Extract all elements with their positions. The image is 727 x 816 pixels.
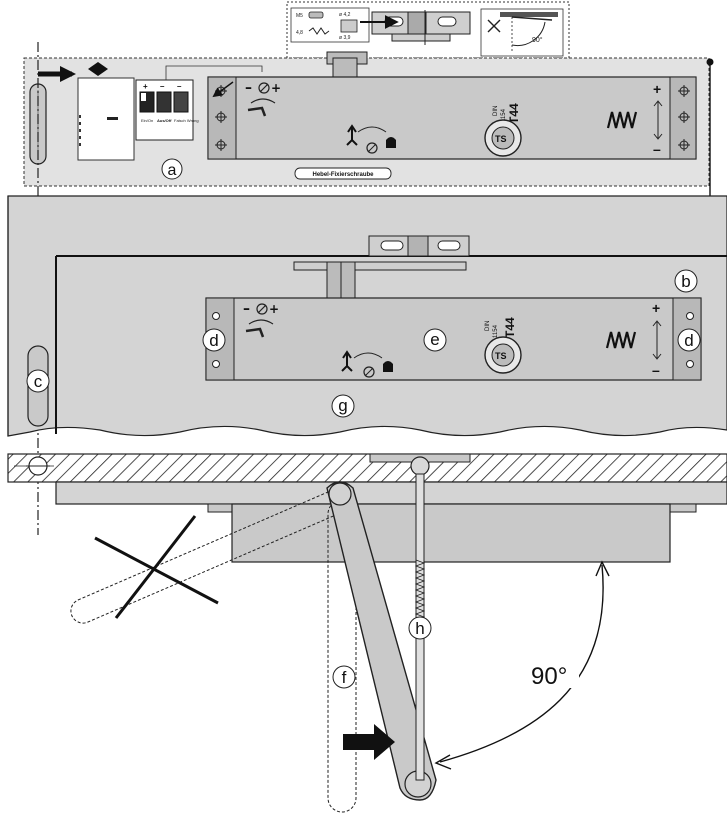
spring-icon-top (606, 111, 638, 129)
diameter-39-label: ø 3,9 (339, 35, 351, 41)
model-label: T44 (503, 317, 517, 338)
valve-screw-icon (258, 82, 270, 94)
switch-label-on: Ein/On (141, 118, 153, 123)
inset-angle-label: 90° (532, 36, 543, 44)
switch-label-wrong: Falsch Wrong (174, 118, 199, 123)
door-handle-icon (107, 117, 118, 120)
arrow-head-icon (60, 66, 76, 82)
valve-plus: + (269, 302, 279, 316)
switch-panel: + – – Ein/On Aus/Off Falsch Wrong (135, 79, 199, 141)
callout-e: e (430, 330, 439, 349)
angle-label-90: 90° (531, 663, 567, 690)
valve-screw-icon-2 (256, 303, 268, 315)
main-arm (326, 481, 437, 801)
valve-minus-top: – (245, 80, 252, 96)
callout-d-left: d (209, 331, 218, 350)
screw-size-box: M5 4,8 ø 4,2 ø 3,9 (290, 7, 370, 43)
door-sketch (77, 77, 135, 161)
callout-c: c (34, 372, 43, 391)
din-label-top: DIN (493, 106, 499, 116)
switch-minus-b: – (177, 82, 182, 91)
callout-g: g (338, 396, 347, 415)
callout-f: f (342, 668, 347, 687)
backcheck-icon-2 (341, 350, 393, 378)
switch-label-off: Aus/Off (157, 118, 172, 123)
closer-body (205, 297, 702, 381)
diameter-42-label: ø 4,2 (339, 12, 351, 18)
closing-speed-icon (247, 106, 267, 117)
closing-speed-icon-2 (245, 327, 265, 338)
section-b-installed: – + DIN EN 1154 T44 TS + – b c d (7, 195, 727, 437)
switch-minus-a: – (160, 82, 165, 91)
spring-plus-top: + (653, 81, 661, 97)
spring-plus: + (652, 300, 660, 316)
model-label-top: T44 (507, 103, 521, 124)
callout-h: h (415, 619, 424, 638)
section-c-plan: f h 90° (7, 453, 727, 813)
callout-b: b (681, 272, 690, 291)
drill-icon (340, 19, 358, 33)
wall-section (7, 453, 727, 483)
door-leaf-section (55, 481, 727, 505)
screw-m5-icon (308, 11, 324, 19)
valve-plus-top: + (271, 81, 281, 95)
section-a-template: + – – Ein/On Aus/Off Falsch Wrong (23, 51, 710, 187)
inset-strip: M5 4,8 ø 4,2 ø 3,9 90° (286, 1, 570, 59)
rotate-symbol-icon (88, 62, 108, 76)
dial-text-top: TS (495, 134, 507, 144)
screw-m5-label: M5 (296, 13, 303, 19)
cross-icon (94, 536, 219, 605)
closer-plan-view (231, 503, 671, 563)
callout-a: a (168, 162, 177, 179)
spring-minus: – (652, 362, 660, 378)
spring-minus-top: – (653, 141, 661, 157)
angle-arc (439, 564, 604, 763)
inset-shoe-plate (360, 10, 471, 45)
push-direction-icon (343, 724, 395, 760)
screw-wood-icon (308, 27, 330, 35)
inset-angle-sketch: 90° (480, 8, 564, 57)
spring-icon (605, 331, 637, 349)
dial-text: TS (495, 351, 507, 361)
lever-screw-label: Hebel-Fixierschraube (312, 172, 374, 178)
valve-minus: – (243, 301, 250, 317)
switch-plus: + (143, 82, 148, 91)
screw-48-label: 4,8 (296, 30, 303, 36)
closer-body-top: – + DIN EN 1154 T44 TS (207, 76, 697, 160)
din-label: DIN (485, 321, 491, 331)
backcheck-icon (346, 124, 396, 154)
en-label: EN 1154 (493, 324, 499, 348)
callout-d-right: d (684, 331, 693, 350)
